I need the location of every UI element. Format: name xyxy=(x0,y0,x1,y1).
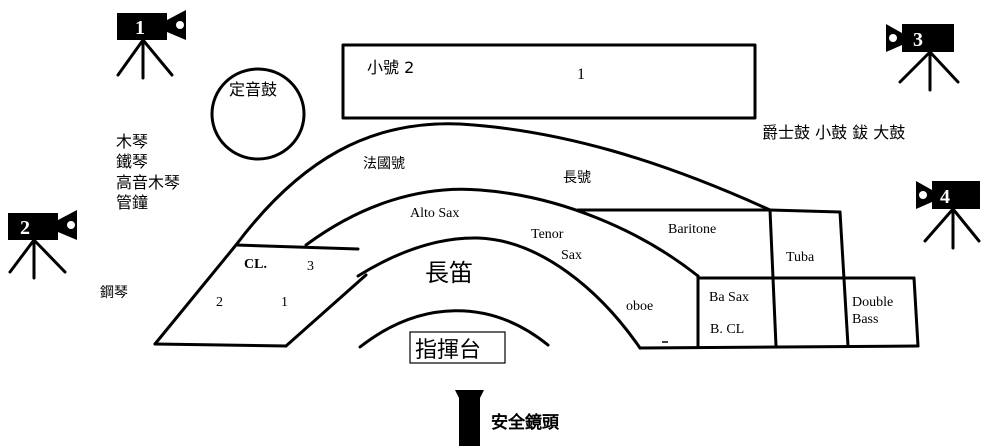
trumpet-first-label: 1 xyxy=(577,66,585,83)
safety-camera-label: 安全鏡頭 xyxy=(491,412,560,433)
chimes-label: 管鐘 xyxy=(116,193,148,212)
glockenspiel-label: 鐵琴 xyxy=(116,152,148,171)
safety-camera-icon xyxy=(455,390,484,446)
trombone-label: 長號 xyxy=(563,170,591,186)
podium: 指揮台 xyxy=(409,331,506,364)
timpani-section: 定音鼓 xyxy=(210,67,306,161)
trumpet-label: 小號 2 xyxy=(367,58,414,77)
camera-3-icon: 3 xyxy=(886,24,960,92)
bass-clarinet-label: B. CL xyxy=(710,322,744,337)
double-bass-label-line2: Bass xyxy=(852,312,878,327)
camera-3-number: 3 xyxy=(913,29,923,51)
trumpet-section: 小號 2 1 xyxy=(341,43,757,120)
clarinet-label: CL. xyxy=(244,257,267,272)
vibraphone-label: 高音木琴 xyxy=(116,173,180,192)
camera-4-number: 4 xyxy=(940,186,950,208)
podium-label: 指揮台 xyxy=(415,338,481,363)
camera-2-icon: 2 xyxy=(8,210,77,280)
piano-label: 鋼琴 xyxy=(100,285,128,301)
clarinet-3-label: 3 xyxy=(307,259,314,274)
baritone-label: Baritone xyxy=(668,222,716,237)
tenor-sax-label-line1: Tenor xyxy=(531,227,564,242)
clarinet-1-label: 1 xyxy=(281,295,288,310)
tuba-label: Tuba xyxy=(786,250,815,265)
outer-arch xyxy=(234,122,772,247)
alto-sax-label: Alto Sax xyxy=(410,206,459,221)
xylophone-label: 木琴 xyxy=(116,132,148,151)
flute-arch xyxy=(356,236,642,350)
tenor-sax-label-line2: Sax xyxy=(561,248,582,263)
oboe-label: oboe xyxy=(626,299,653,314)
camera-1-icon: 1 xyxy=(116,10,186,80)
camera-4-icon: 4 xyxy=(916,181,981,250)
clarinet-2-label: 2 xyxy=(216,295,223,310)
flute-label: 長笛 xyxy=(425,259,473,287)
timpani-label: 定音鼓 xyxy=(229,80,277,99)
bass-sax-label: Ba Sax xyxy=(709,290,749,305)
camera-2-number: 2 xyxy=(20,217,30,239)
double-bass-label-line1: Double xyxy=(852,295,893,310)
camera-1-number: 1 xyxy=(135,17,145,39)
podium-arch xyxy=(358,309,550,349)
alto-sax-arch xyxy=(304,187,700,278)
horn-label: 法國號 xyxy=(363,156,405,172)
percussion-label: 爵士鼓 小鼓 鈸 大鼓 xyxy=(762,123,905,142)
